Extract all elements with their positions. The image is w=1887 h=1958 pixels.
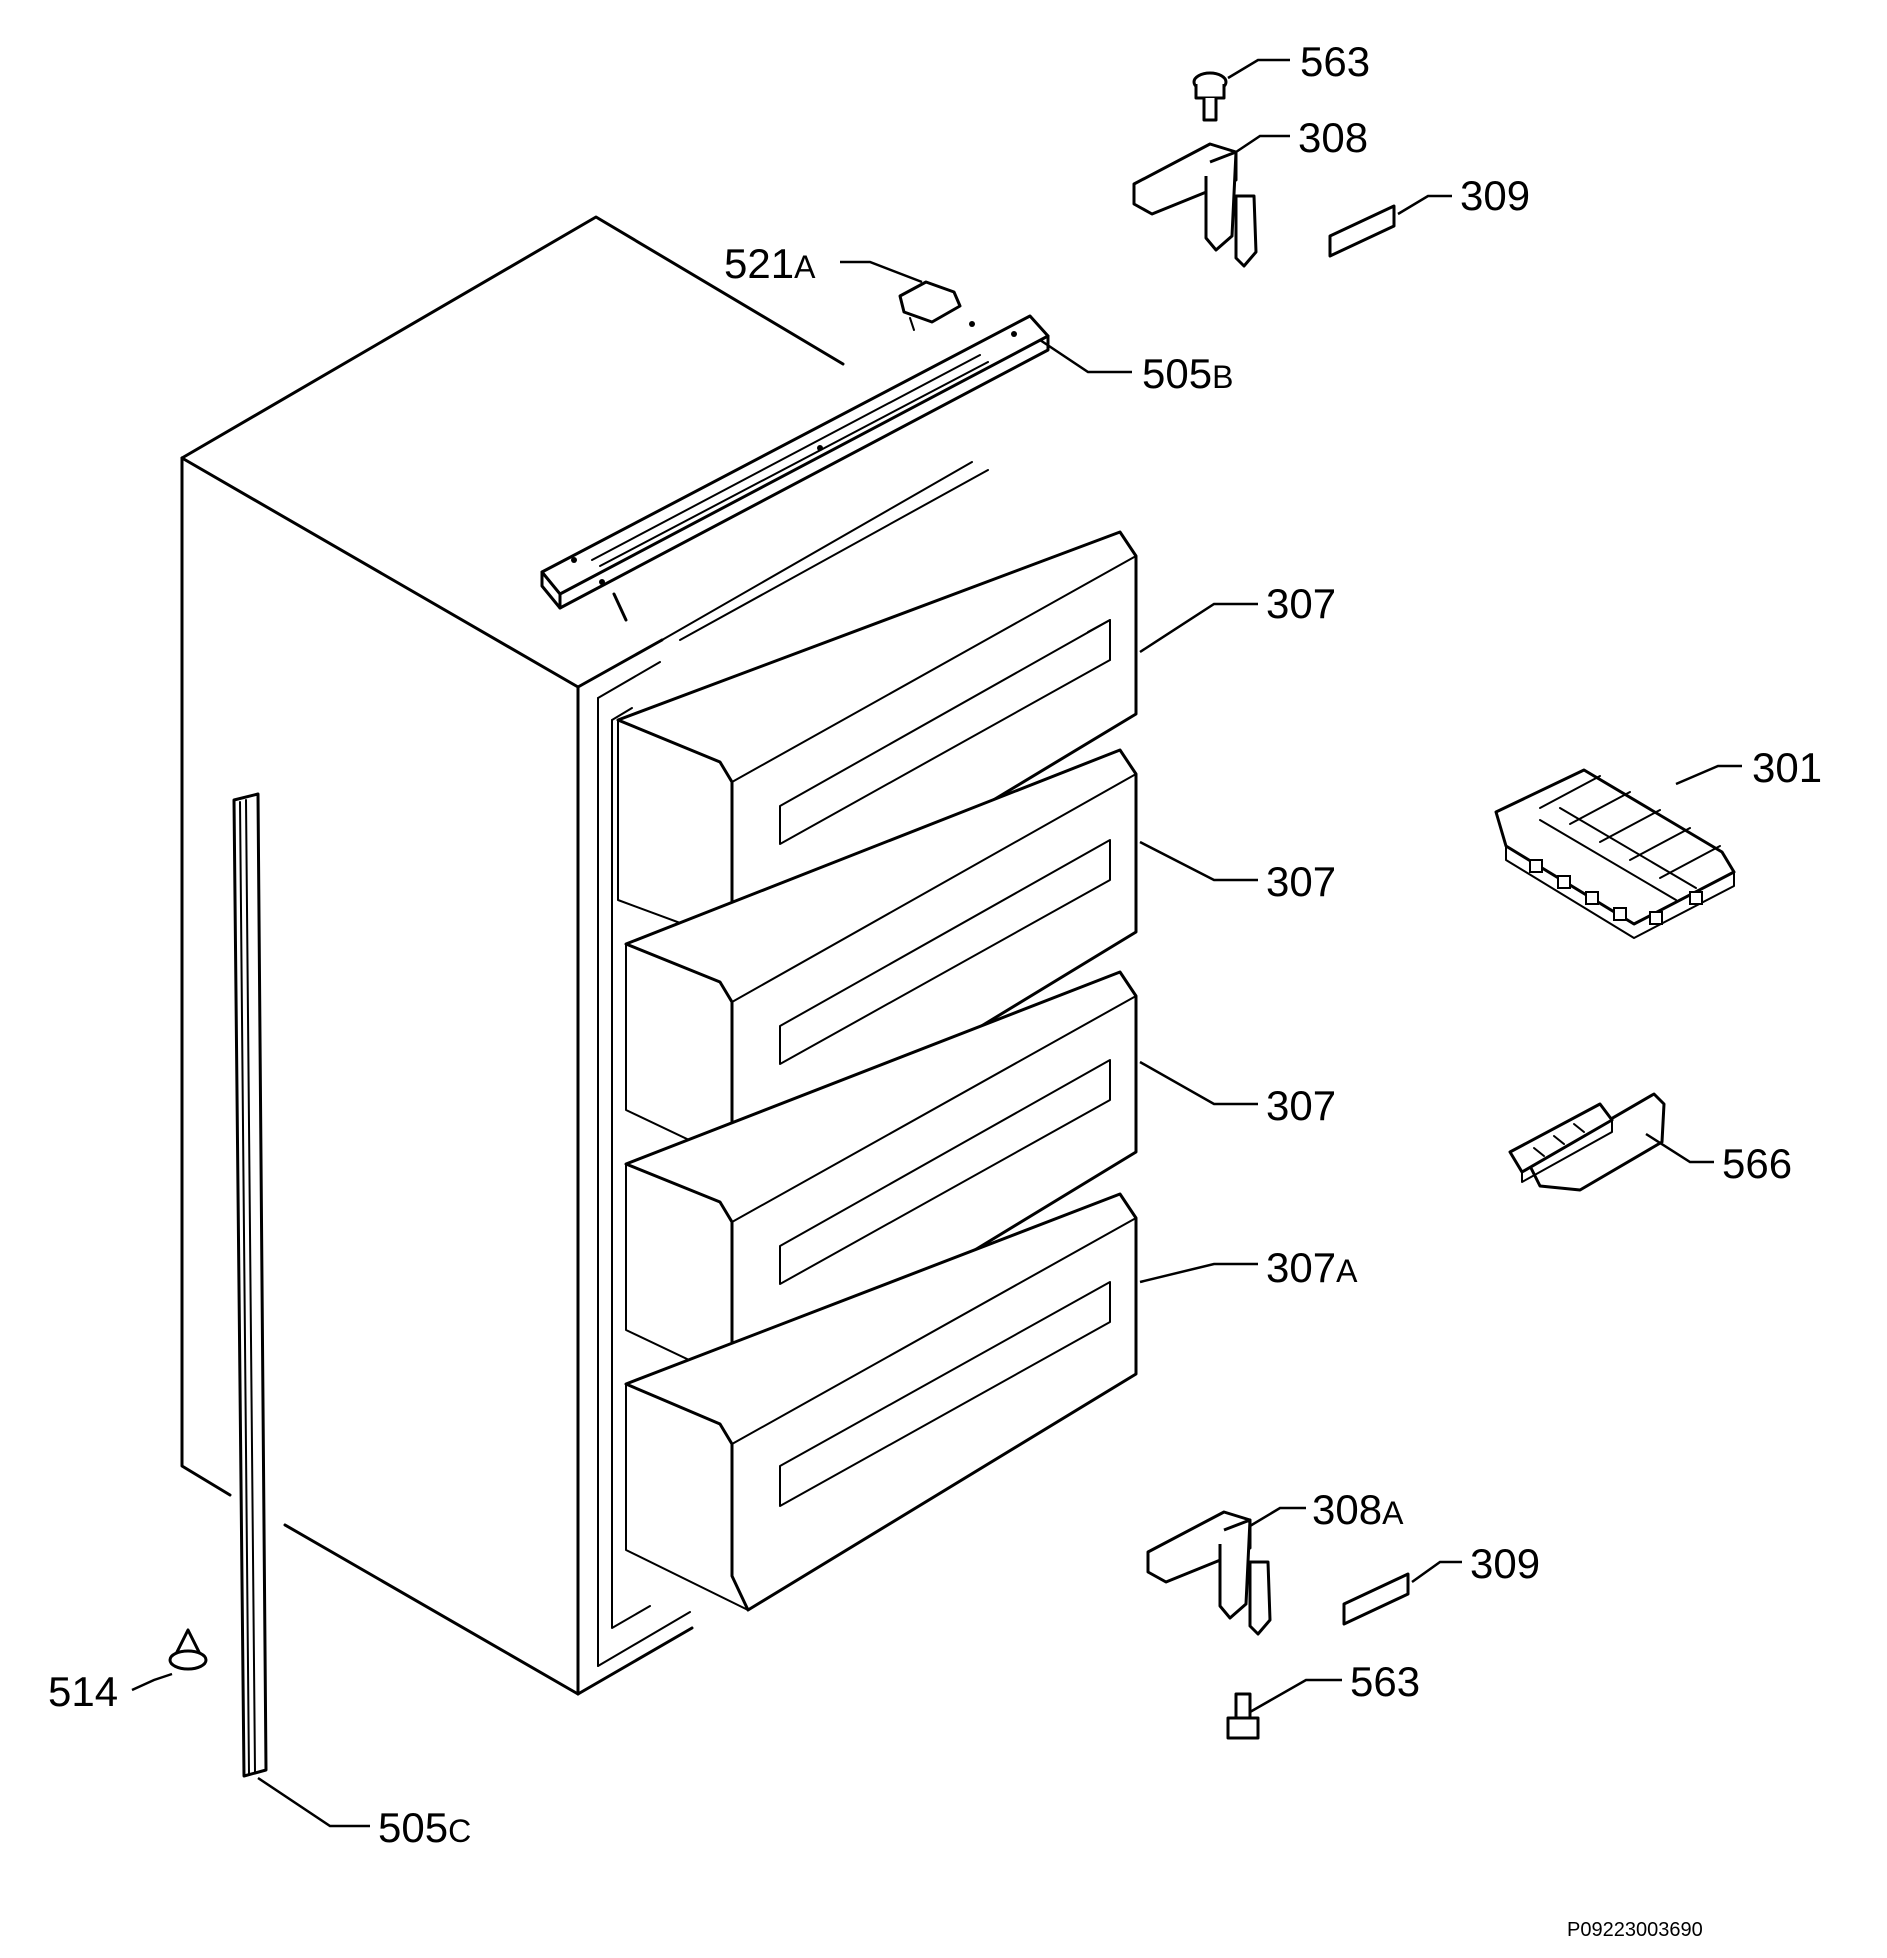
hinge-rail-505b	[540, 314, 1050, 622]
reference-code: P09223003690	[1567, 1919, 1703, 1941]
hinge-308a	[1146, 1510, 1272, 1636]
clip-514	[168, 1628, 208, 1671]
drawer-4	[624, 1192, 1138, 1612]
label-308a: 308A	[1312, 1486, 1404, 1533]
freezer-cabinet	[180, 215, 989, 1696]
label-505c-suffix: C	[448, 1813, 471, 1849]
door-seal-strip-505c	[232, 792, 268, 1778]
label-521a: 521A	[724, 240, 816, 287]
label-505b-suffix: B	[1212, 359, 1233, 395]
label-307a: 307A	[1266, 1244, 1358, 1291]
label-514: 514	[48, 1668, 118, 1715]
screw-563-top	[1192, 71, 1228, 122]
label-563-top: 563	[1300, 38, 1370, 85]
label-308: 308	[1298, 114, 1368, 161]
screw-563-bottom	[1226, 1692, 1260, 1740]
label-505b: 505B	[1142, 350, 1233, 397]
label-plate-309-bottom	[1342, 1572, 1410, 1626]
label-309-top: 309	[1460, 172, 1530, 219]
label-308a-number: 308	[1312, 1486, 1382, 1533]
part-labels: 563 308 309 521A 505B 307 301 307 307 56…	[48, 38, 1822, 1941]
cover-cap-521a	[898, 280, 962, 331]
label-505c: 505C	[378, 1804, 471, 1851]
leader-lines	[131, 58, 1742, 1828]
label-309-bottom: 309	[1470, 1540, 1540, 1587]
label-505b-number: 505	[1142, 350, 1212, 397]
drawer-2	[624, 748, 1138, 1170]
label-307a-suffix: A	[1336, 1253, 1358, 1289]
label-301: 301	[1752, 744, 1822, 791]
hinge-308	[1132, 142, 1258, 268]
label-521a-suffix: A	[794, 249, 816, 285]
ice-cube-tray-301	[1494, 768, 1736, 939]
label-307a-number: 307	[1266, 1244, 1336, 1291]
label-plate-309-top	[1328, 204, 1396, 258]
label-521a-number: 521	[724, 240, 794, 287]
label-307-first: 307	[1266, 580, 1336, 627]
label-307-second: 307	[1266, 858, 1336, 905]
label-563-bottom: 563	[1350, 1658, 1420, 1705]
label-308a-suffix: A	[1382, 1495, 1404, 1531]
label-505c-number: 505	[378, 1804, 448, 1851]
ice-scraper-566	[1508, 1092, 1666, 1192]
label-307-third: 307	[1266, 1082, 1336, 1129]
label-566: 566	[1722, 1140, 1792, 1187]
